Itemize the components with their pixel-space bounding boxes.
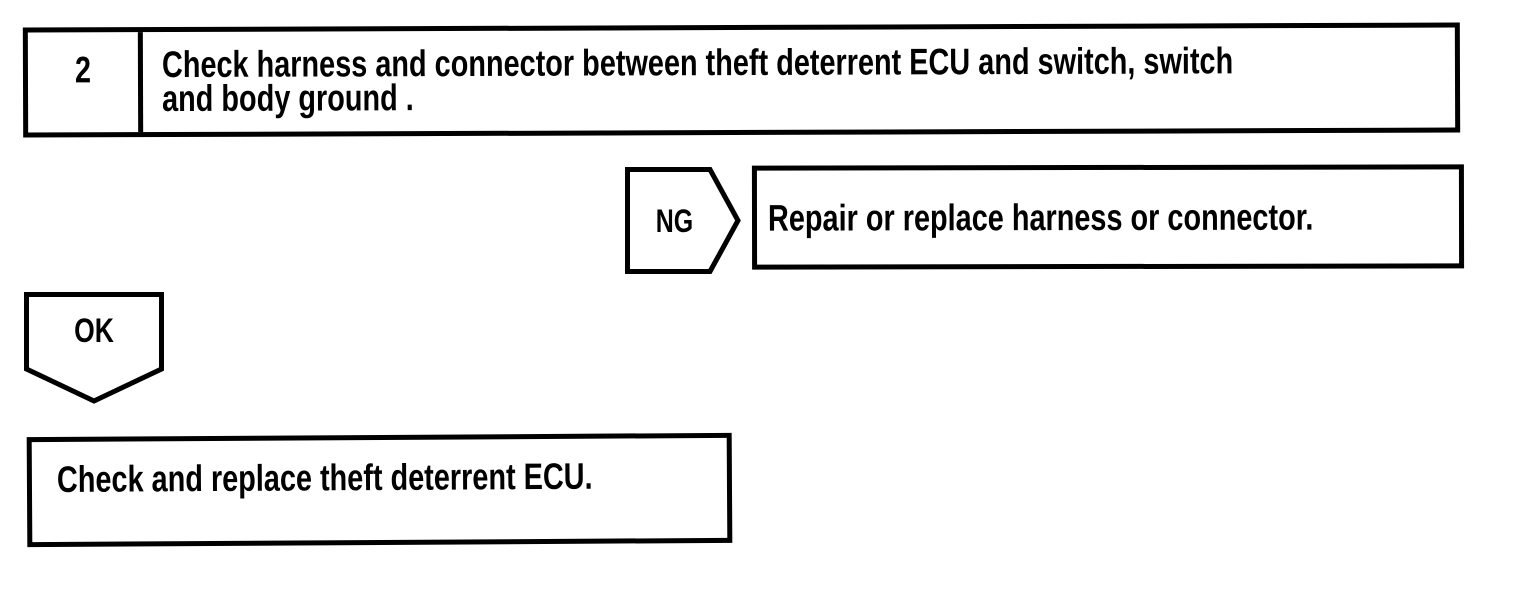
ok-pentagon-down-icon [24,292,164,404]
ng-connector-label: NG [655,202,694,239]
step-number-cell: 2 [27,32,144,133]
ng-action-text: Repair or replace harness or connector. [767,196,1314,239]
ok-connector-label: OK [74,312,114,350]
ok-action-text: Check and replace theft deterrent ECU. [56,455,593,500]
step-instruction: Check harness and connector between thef… [161,40,1234,120]
ng-pentagon-right-icon [625,167,741,274]
ng-connector: NG [625,167,741,274]
ok-action-box: Check and replace theft deterrent ECU. [26,432,733,548]
step-box: 2 Check harness and connector between th… [22,22,1461,138]
step-number: 2 [74,49,92,91]
ok-connector: OK [24,292,164,404]
ng-action-box: Repair or replace harness or connector. [751,164,1465,270]
